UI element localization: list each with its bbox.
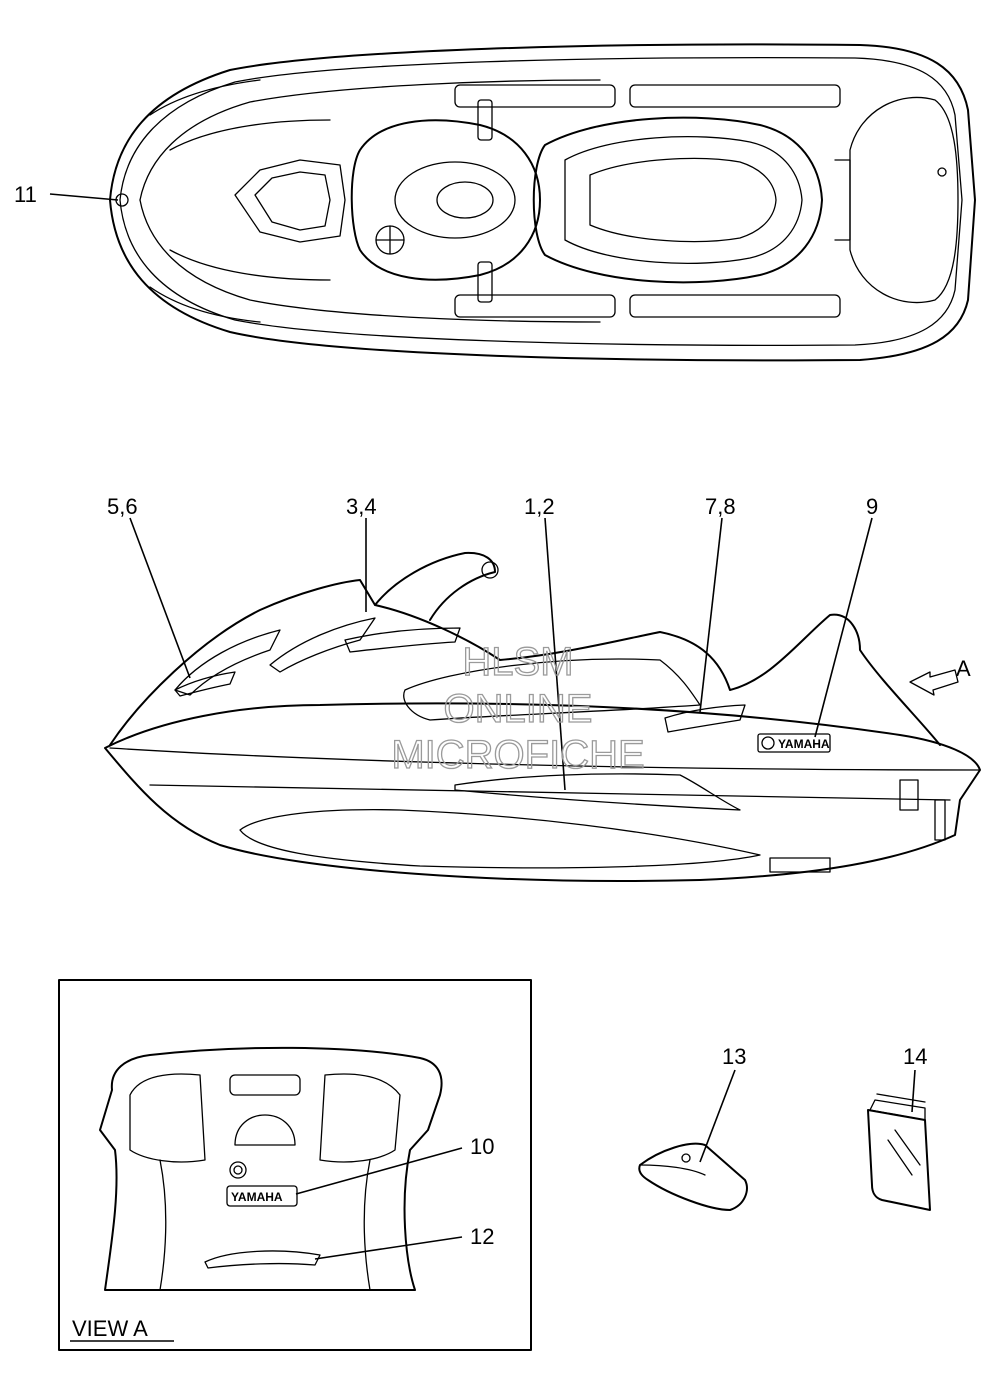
yamaha-rear-decal [226,1185,298,1207]
rear-view-watercraft: YAMAHA [99,1046,443,1291]
yamaha-side-decal-text: YAMAHA [778,737,830,751]
watermark-line3: MICROFICHE [391,733,644,777]
callout-3-4: 3,4 [346,494,377,519]
watermark-line2: ONLINE [444,687,593,731]
callout-11: 11 [14,182,37,207]
callout-9: 9 [866,494,878,519]
callout-a: A [956,656,971,681]
view-a-frame [58,979,532,1351]
callout-7-8: 7,8 [705,494,736,519]
fx-rear-decal [204,1250,321,1269]
item-13-pouch [638,1142,748,1211]
watermark: HLSM ONLINE MICROFICHE [391,639,646,777]
item-14-manual-bag [867,1093,931,1211]
yamaha-side-decal [757,733,831,753]
callout-5-6: 5,6 [107,494,138,519]
watermark-line1: HLSM [462,640,573,684]
yamaha-rear-decal-text: YAMAHA [231,1190,283,1204]
view-a-arrow [909,669,959,696]
callout-12: 12 [470,1224,494,1249]
view-a-label: VIEW A [72,1316,148,1341]
callout-14: 14 [903,1044,927,1069]
callout-10: 10 [470,1134,494,1159]
callout-13: 13 [722,1044,746,1069]
leader-lines [49,193,916,1260]
top-view-watercraft [109,43,976,362]
callout-1-2: 1,2 [524,494,555,519]
